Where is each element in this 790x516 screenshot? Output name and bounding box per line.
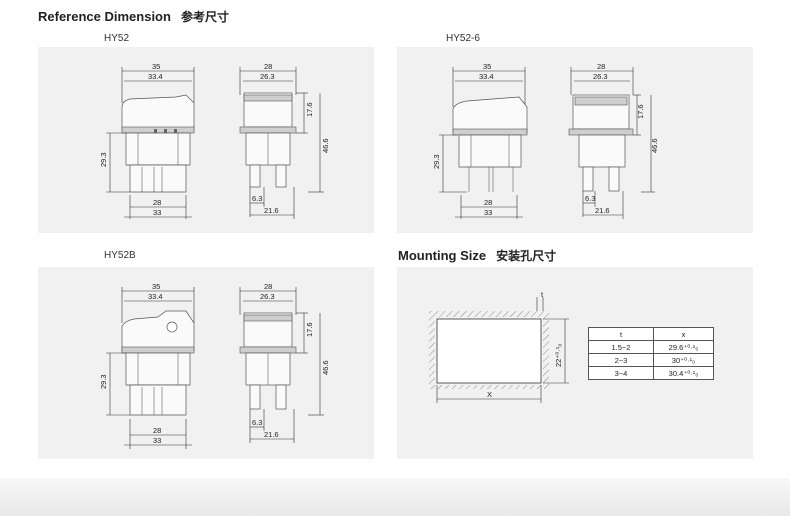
table-row: 3~4 30.4⁺⁰·¹₀ — [588, 366, 714, 380]
table-cell: 1.5~2 — [588, 340, 654, 354]
dim-28-top: 28 — [597, 62, 605, 71]
drawing-hy52-6: 35 33.4 29.3 28 33 28 26.3 17.6 46.6 6.3… — [432, 62, 659, 219]
table-cell: 30⁺⁰·¹₀ — [653, 353, 714, 367]
table-header-x: x — [653, 327, 714, 341]
reference-title-zh: 参考尺寸 — [180, 10, 229, 24]
table-header-row: t x — [588, 327, 714, 341]
dim-26-3: 26.3 — [260, 292, 275, 301]
dim-17-6: 17.6 — [305, 322, 314, 337]
dim-35: 35 — [152, 62, 160, 71]
dim-6-3: 6.3 — [585, 194, 595, 203]
table-cell: 3~4 — [588, 366, 654, 380]
dim-35: 35 — [483, 62, 491, 71]
mounting-title-zh: 安装孔尺寸 — [496, 249, 557, 263]
side-view: 28 26.3 17.6 46.6 6.3 21.6 — [239, 62, 330, 219]
dim-17-6: 17.6 — [636, 104, 645, 119]
table-header-t: t — [588, 327, 654, 341]
dim-33: 33 — [484, 208, 492, 217]
reference-title-en: Reference Dimension — [38, 9, 171, 24]
panel-hy52b — [38, 267, 374, 459]
dim-21-6: 21.6 — [264, 430, 279, 439]
dim-33: 33 — [153, 208, 161, 217]
dim-21-6: 21.6 — [264, 206, 279, 215]
height-22-label: 22⁺⁰·¹₀ — [554, 344, 563, 367]
dim-35: 35 — [152, 282, 160, 291]
panel-hy52-6 — [397, 47, 753, 233]
dim-6-3: 6.3 — [252, 418, 262, 427]
table-cell: 30.4⁺⁰·¹₀ — [653, 366, 714, 380]
dim-29-3: 29.3 — [99, 374, 108, 389]
dim-29-3: 29.3 — [99, 152, 108, 167]
mounting-table: t x 1.5~2 29.6⁺⁰·¹₀ 2~3 30⁺⁰·¹₀ 3~4 30.4… — [588, 327, 714, 380]
dim-33-4: 33.4 — [479, 72, 494, 81]
footer-bar — [0, 478, 790, 516]
mounting-title-en: Mounting Size — [398, 248, 487, 263]
dim-29-3: 29.3 — [432, 154, 441, 169]
cutout-hole — [436, 318, 542, 384]
drawing-hy52b: 35 33.4 29.3 28 33 28 26.3 17.6 46.6 6.3… — [99, 282, 330, 449]
table-cell: 2~3 — [588, 353, 654, 367]
mounting-size-title: Mounting Size 安装孔尺寸 — [398, 247, 556, 264]
reference-dimension-title: Reference Dimension 参考尺寸 — [38, 8, 229, 25]
t-label: t — [541, 290, 544, 299]
table-row: 1.5~2 29.6⁺⁰·¹₀ — [588, 340, 714, 354]
dim-6-3: 6.3 — [252, 194, 262, 203]
table-cell: 29.6⁺⁰·¹₀ — [653, 340, 714, 354]
model-label-hy52: HY52 — [104, 33, 130, 44]
dim-28-bottom: 28 — [153, 426, 161, 435]
dim-26-3: 26.3 — [593, 72, 608, 81]
dim-46-6: 46.6 — [321, 138, 330, 153]
dim-46-6: 46.6 — [650, 138, 659, 153]
indicator-lamp — [166, 321, 178, 333]
dim-46-6: 46.6 — [321, 360, 330, 375]
dim-17-6: 17.6 — [305, 102, 314, 117]
table-row: 2~3 30⁺⁰·¹₀ — [588, 353, 714, 367]
dim-33-4: 33.4 — [148, 292, 163, 301]
dim-28-top: 28 — [264, 282, 272, 291]
dim-28-bottom: 28 — [484, 198, 492, 207]
dim-21-6: 21.6 — [595, 206, 610, 215]
dim-33-4: 33.4 — [148, 72, 163, 81]
drawing-hy52: 35 33.4 29.3 28 33 28 26.3 17.6 46.6 6.3 — [99, 62, 330, 219]
model-label-hy52b: HY52B — [104, 250, 136, 261]
x-label: X — [487, 390, 492, 399]
dim-28-top: 28 — [264, 62, 272, 71]
dim-26-3: 26.3 — [260, 72, 275, 81]
mounting-diagram: t 22⁺⁰·¹₀ X — [429, 290, 569, 403]
model-label-hy52-6: HY52-6 — [446, 33, 480, 44]
dim-28-bottom: 28 — [153, 198, 161, 207]
dim-33: 33 — [153, 436, 161, 445]
front-view: 35 33.4 29.3 28 33 — [99, 62, 195, 219]
panel-hy52 — [38, 47, 374, 233]
